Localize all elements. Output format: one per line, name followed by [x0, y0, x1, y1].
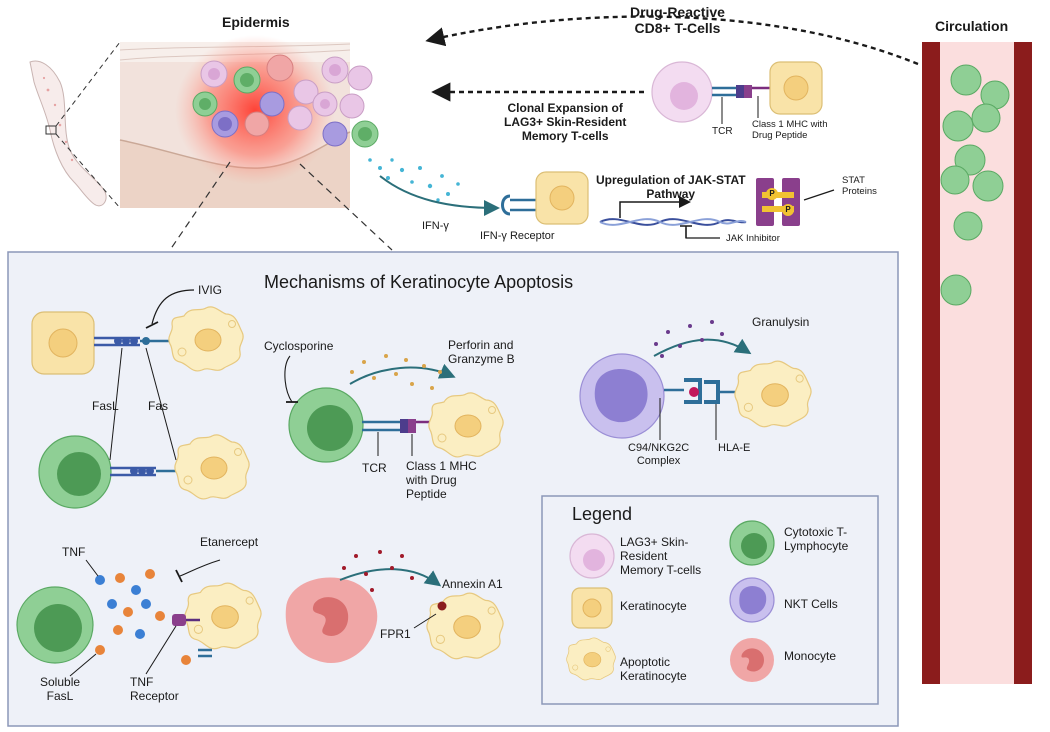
tnf-molecules: [95, 569, 191, 665]
top-tcell-interaction: [651, 61, 823, 124]
perforin-mechanism: [284, 354, 504, 463]
ivig-label: IVIG: [198, 283, 223, 297]
legend-label-monocyte: Monocyte: [784, 649, 837, 663]
ifn-gamma-release: [368, 158, 589, 225]
fas-fasl-mechanism: [31, 289, 250, 509]
phospho-badge-1: P: [766, 188, 778, 200]
jak-stat-dna: [599, 196, 747, 239]
tcr-top-label: TCR: [712, 126, 733, 137]
tnf-mechanism: [16, 559, 262, 677]
fas-label: Fas: [148, 399, 169, 413]
granulysin-mechanism: [579, 320, 812, 440]
tnf-label: TNF: [62, 545, 86, 559]
fpr1-label: FPR1: [380, 627, 411, 641]
fasl-label: FasL: [92, 399, 119, 413]
stat-proteins: [756, 178, 835, 226]
legend-swatches: [566, 520, 775, 682]
granulysin-label: Granulysin: [752, 315, 810, 329]
cyclosporine-label: Cyclosporine: [264, 339, 334, 353]
circulation-label: Circulation: [935, 18, 1009, 34]
annexin-mechanism: [285, 550, 504, 664]
legend-title: Legend: [572, 504, 633, 524]
ifn-receptor-label: IFN-γ Receptor: [480, 230, 555, 242]
biopsy-box: [45, 125, 57, 135]
legend-label-ctl: Cytotoxic T-Lymphocyte: [784, 525, 849, 553]
epidermis-label: Epidermis: [222, 14, 290, 30]
hla-e-label: HLA-E: [718, 442, 751, 454]
jak-inhibitor-label: JAK Inhibitor: [726, 233, 780, 244]
blood-vessel: [922, 42, 1032, 684]
etanercept-label: Etanercept: [200, 535, 259, 549]
annexin-label: Annexin A1: [442, 577, 503, 591]
circulation-arrow: [425, 15, 919, 66]
legend-label-keratinocyte: Keratinocyte: [620, 599, 687, 613]
phospho-badge-2: P: [782, 204, 794, 216]
tcr-label: TCR: [362, 461, 387, 475]
panel-title: Mechanisms of Keratinocyte Apoptosis: [264, 272, 574, 292]
ifn-gamma-label: IFN-γ: [422, 220, 449, 232]
legend-label-nkt: NKT Cells: [784, 597, 838, 611]
skin-block: [119, 35, 379, 208]
arm-illustration: [29, 41, 121, 209]
